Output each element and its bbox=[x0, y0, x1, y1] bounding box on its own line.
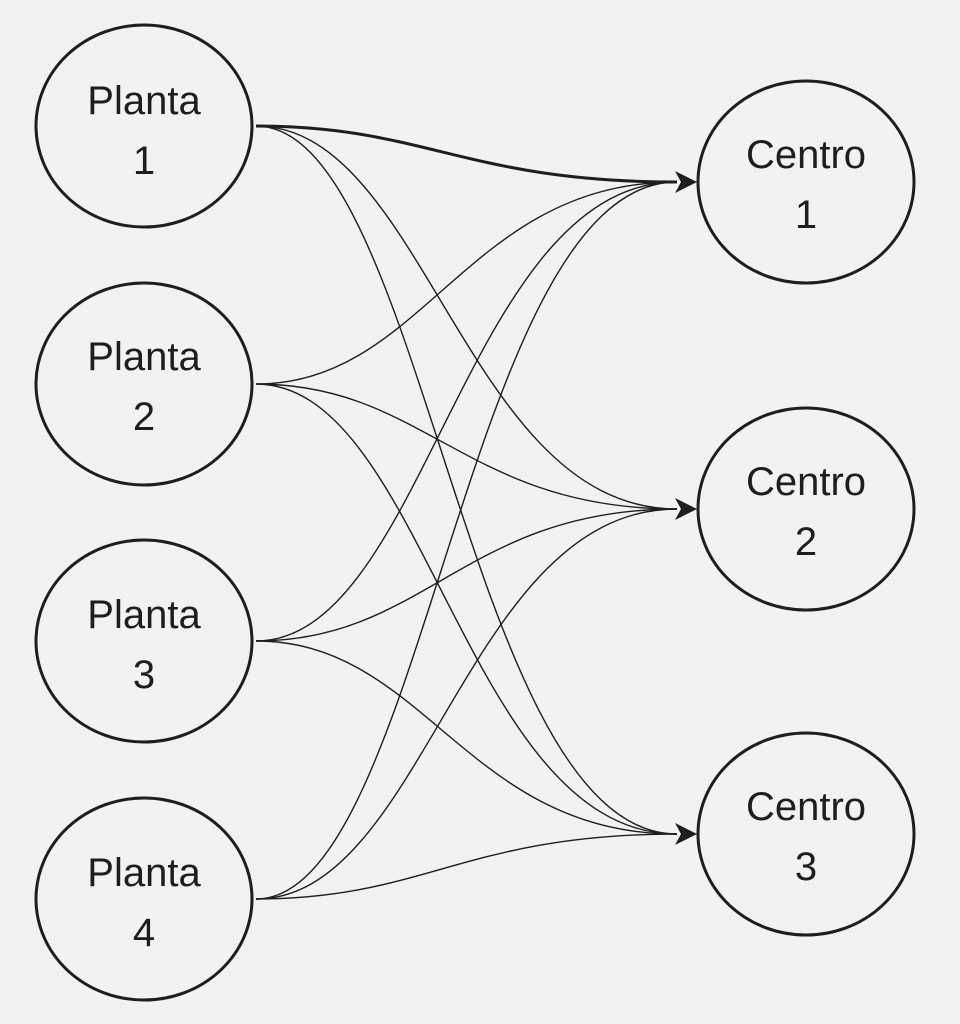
edge-p1-c3 bbox=[255, 125, 678, 835]
plant-node-1-circle bbox=[34, 23, 254, 229]
arrowhead-c1 bbox=[675, 171, 697, 193]
plant-node-4: Planta 4 bbox=[34, 796, 254, 1002]
plant-node-2: Planta 2 bbox=[34, 281, 254, 487]
center-node-3: Centro 3 bbox=[696, 731, 916, 937]
center-node-1: Centro 1 bbox=[696, 79, 916, 285]
plant-node-3: Planta 3 bbox=[34, 538, 254, 744]
plant-node-3-label-line1: Planta bbox=[87, 593, 201, 637]
plant-node-4-label-line1: Planta bbox=[87, 851, 201, 895]
center-node-1-label-line1: Centro bbox=[746, 133, 866, 177]
center-node-2-circle bbox=[696, 406, 916, 612]
plant-node-1-label-line1: Planta bbox=[87, 79, 201, 123]
arrowhead-c3 bbox=[675, 823, 697, 845]
plant-node-2-label-line2: 2 bbox=[133, 395, 155, 439]
edges-layer bbox=[255, 124, 678, 900]
edge-p1-c1 bbox=[255, 124, 678, 184]
edge-p4-c2 bbox=[255, 508, 678, 900]
plant-node-2-label-line1: Planta bbox=[87, 335, 201, 379]
plant-node-4-label-line2: 4 bbox=[133, 911, 155, 955]
plant-node-2-circle bbox=[34, 281, 254, 487]
center-node-2: Centro 2 bbox=[696, 406, 916, 612]
edge-p4-c3 bbox=[255, 833, 678, 900]
arrowheads-layer bbox=[675, 171, 697, 845]
edge-p3-c2 bbox=[255, 508, 678, 642]
center-node-2-label-line2: 2 bbox=[795, 520, 817, 564]
plant-node-4-circle bbox=[34, 796, 254, 1002]
arrowhead-c2 bbox=[675, 498, 697, 520]
edge-p1-c2 bbox=[255, 125, 678, 510]
plant-node-1: Planta 1 bbox=[34, 23, 254, 229]
plant-node-3-label-line2: 3 bbox=[133, 653, 155, 697]
center-node-3-label-line1: Centro bbox=[746, 785, 866, 829]
center-node-1-label-line2: 1 bbox=[795, 193, 817, 237]
center-node-1-circle bbox=[696, 79, 916, 285]
center-node-2-label-line1: Centro bbox=[746, 460, 866, 504]
edge-p2-c1 bbox=[255, 181, 678, 385]
center-node-3-circle bbox=[696, 731, 916, 937]
plant-node-3-circle bbox=[34, 538, 254, 744]
edge-p3-c3 bbox=[255, 640, 678, 835]
edge-p2-c3 bbox=[255, 383, 678, 835]
edge-p3-c1 bbox=[255, 181, 678, 642]
plant-node-1-label-line2: 1 bbox=[133, 139, 155, 183]
edge-p2-c2 bbox=[255, 383, 678, 510]
center-node-3-label-line2: 3 bbox=[795, 845, 817, 889]
edge-p4-c1 bbox=[255, 181, 678, 900]
